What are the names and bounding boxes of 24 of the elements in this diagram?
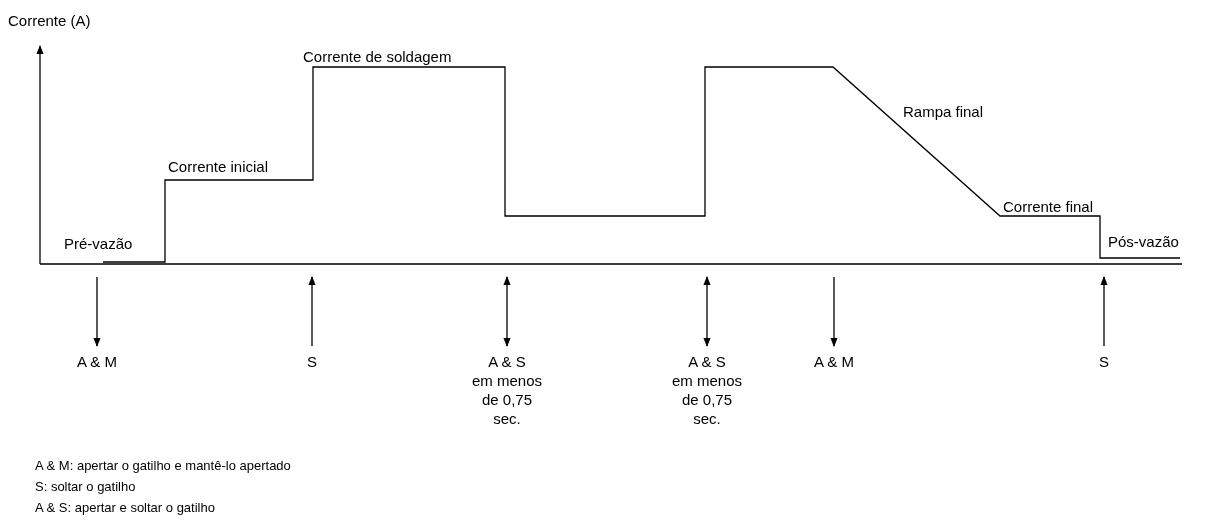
arrow [703,276,711,347]
arrow [830,276,838,347]
curve-label: Corrente inicial [168,157,269,177]
arrow [93,276,101,347]
event-note: em menos de 0,75 sec. [471,371,543,428]
arrow [1100,276,1108,347]
event-label: S [1099,352,1109,371]
arrow [503,276,511,347]
curve-label: Rampa final [903,102,984,122]
event-label: A & S [488,352,526,371]
legend-note: A & M: apertar o gatilho e mantê-lo apertado [35,457,291,475]
curve-label: Pós-vazão [1108,232,1179,252]
event-label: S [307,352,317,371]
curve-label: Corrente de soldagem [303,47,452,67]
arrow [308,276,316,347]
event-note: em menos de 0,75 sec. [671,371,743,428]
axis-label: Corrente (A) [8,11,91,31]
curve-label: Pré-vazão [64,234,133,254]
event-label: A & M [814,352,854,371]
legend-note: S: soltar o gatilho [35,478,136,496]
event-label: A & M [77,352,117,371]
legend-note: A & S: apertar e soltar o gatilho [35,499,215,517]
curve-label: Corrente final [1003,197,1094,217]
event-label: A & S [688,352,726,371]
